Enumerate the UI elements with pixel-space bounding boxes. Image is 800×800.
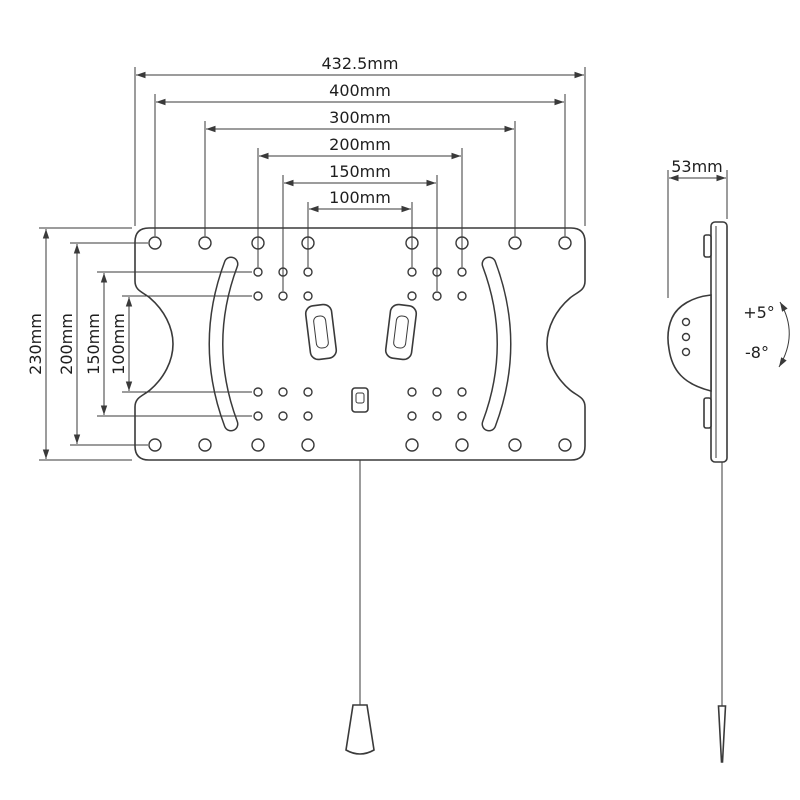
mount-head-side <box>667 294 712 393</box>
dim-label-100-v: 100mm <box>109 313 128 375</box>
tv-hook-right <box>384 303 418 361</box>
dim-h-100: 100mm <box>307 188 413 267</box>
tv-hook-left <box>304 303 338 361</box>
arc-slot-left <box>208 256 239 432</box>
dim-h-200: 200mm <box>257 135 463 267</box>
dim-h-432-5: 432.5mm <box>134 54 586 226</box>
pull-cord-side <box>717 462 727 763</box>
dim-label-53: 53mm <box>671 157 723 176</box>
dim-label-400: 400mm <box>329 81 391 100</box>
side-view: 53mm +5° -8° <box>667 157 790 763</box>
dim-label-200-h: 200mm <box>329 135 391 154</box>
dim-label-200-v: 200mm <box>57 313 76 375</box>
dim-label-300: 300mm <box>329 108 391 127</box>
dim-depth-53: 53mm <box>667 157 728 298</box>
cable-clip-slot <box>351 387 369 413</box>
dim-v-200: 200mm <box>57 242 148 446</box>
pull-cord-front <box>345 460 375 755</box>
front-view: 432.5mm 400mm 300mm 200mm 150mm <box>26 54 586 755</box>
tilt-arrow <box>778 301 790 368</box>
dim-label-432-5: 432.5mm <box>322 54 399 73</box>
arc-slot-right <box>481 256 512 432</box>
dim-label-100-h: 100mm <box>329 188 391 207</box>
dim-label-230: 230mm <box>26 313 45 375</box>
dim-h-300: 300mm <box>204 108 516 236</box>
tilt-annotation: +5° -8° <box>743 301 790 368</box>
vesa-hole-grid <box>253 267 467 421</box>
dim-v-100: 100mm <box>109 295 252 393</box>
dim-v-230: 230mm <box>26 227 132 461</box>
dim-v-150: 150mm <box>84 271 252 417</box>
dim-h-400: 400mm <box>154 81 566 236</box>
dim-h-150: 150mm <box>282 162 438 291</box>
tilt-up-label: +5° <box>743 303 775 322</box>
wall-plate-side <box>703 221 728 463</box>
tilt-down-label: -8° <box>745 343 769 362</box>
dim-label-150-v: 150mm <box>84 313 103 375</box>
dim-label-150-h: 150mm <box>329 162 391 181</box>
bracket-plate <box>134 227 586 461</box>
